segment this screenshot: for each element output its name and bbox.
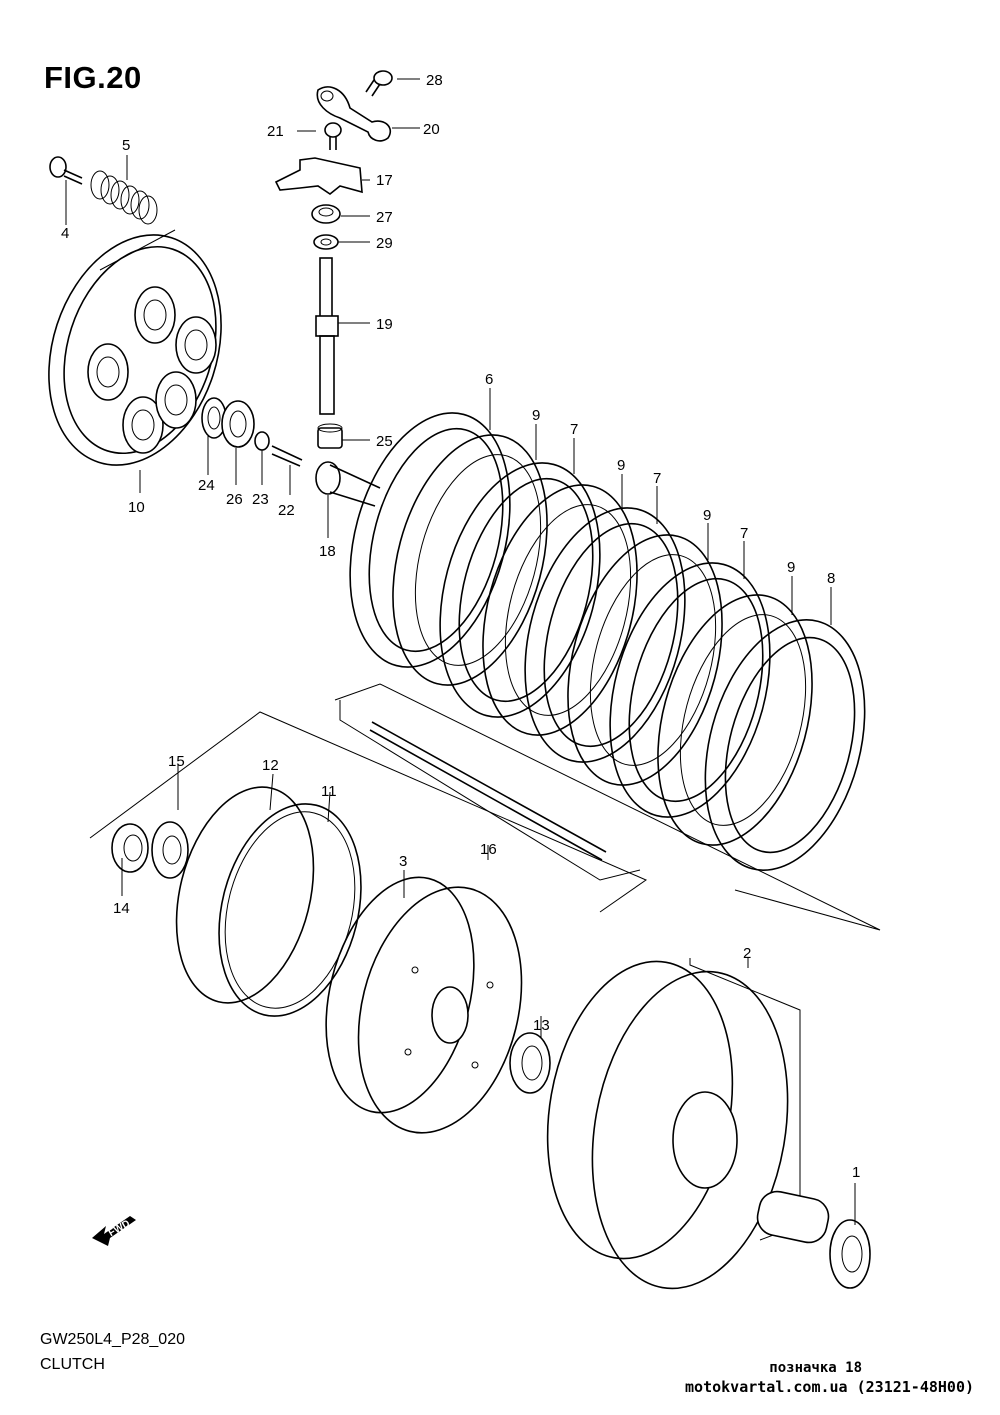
callout-12: 12 <box>262 757 279 774</box>
bolt-part-4[interactable] <box>49 156 83 185</box>
drive-plate-part-8[interactable] <box>679 602 890 888</box>
callout-9d: 9 <box>787 559 795 576</box>
callout-21: 21 <box>267 123 284 140</box>
callout-7b: 7 <box>653 470 661 487</box>
driven-plate-part-9a[interactable] <box>367 418 572 703</box>
bushing-part-25[interactable] <box>317 423 343 449</box>
callout-28: 28 <box>426 72 443 89</box>
callout-15: 15 <box>168 753 185 770</box>
callout-2: 2 <box>743 945 751 962</box>
callout-9a: 9 <box>532 407 540 424</box>
washer-part-23[interactable] <box>254 431 270 451</box>
callout-16: 16 <box>480 841 497 858</box>
callout-3: 3 <box>399 853 407 870</box>
callout-19: 19 <box>376 316 393 333</box>
callout-9b: 9 <box>617 457 625 474</box>
callout-14: 14 <box>113 900 130 917</box>
driven-plate-part-9c[interactable] <box>542 518 747 803</box>
watermark-line-1: позначка 18 <box>769 1360 862 1376</box>
seat-ring-part-11[interactable] <box>198 789 382 1031</box>
callout-27: 27 <box>376 209 393 226</box>
bearing-part-27[interactable] <box>311 204 341 224</box>
pushrod-part-22[interactable] <box>271 445 303 467</box>
leader-lines <box>65 78 856 1225</box>
figure-caption: CLUTCH <box>40 1356 105 1373</box>
release-shaft-part-19[interactable] <box>315 257 339 415</box>
assembly-guide-line <box>99 229 176 271</box>
watermark-line-2: motokvartal.com.ua (23121-48H00) <box>685 1378 974 1396</box>
spacer-part-1[interactable] <box>754 1188 871 1289</box>
release-arm-part-20[interactable] <box>316 86 392 142</box>
sleeve-hub-part-3[interactable] <box>303 862 546 1151</box>
callout-25: 25 <box>376 433 393 450</box>
push-piece-part-18[interactable] <box>315 461 381 507</box>
callout-20: 20 <box>423 121 440 138</box>
callout-1: 1 <box>852 1164 860 1181</box>
rod-group-bracket <box>339 700 641 881</box>
callout-7a: 7 <box>570 421 578 438</box>
spring-part-5[interactable] <box>90 170 158 225</box>
callout-4: 4 <box>61 225 69 242</box>
thrust-bearing-part-26[interactable] <box>221 400 255 448</box>
lock-washer-part-15[interactable] <box>151 821 189 879</box>
washer-part-29[interactable] <box>313 234 339 250</box>
callout-7c: 7 <box>740 525 748 542</box>
drive-plate-part-7b[interactable] <box>499 490 711 780</box>
thrust-washer-part-13[interactable] <box>509 1032 551 1094</box>
callout-17: 17 <box>376 172 393 189</box>
callout-24: 24 <box>198 477 215 494</box>
fwd-direction-icon: FWD <box>92 1216 136 1246</box>
callout-6: 6 <box>485 371 493 388</box>
driven-plate-part-9d[interactable] <box>632 578 837 863</box>
callout-5: 5 <box>122 137 130 154</box>
hub-group-bracket <box>89 711 648 913</box>
drive-plate-part-7a[interactable] <box>414 445 626 735</box>
callout-29: 29 <box>376 235 393 252</box>
pressure-plate-part-10[interactable] <box>21 212 250 487</box>
clutch-housing-part-2[interactable] <box>525 947 811 1304</box>
callout-13: 13 <box>533 1017 550 1034</box>
bolt-part-28[interactable] <box>365 70 393 97</box>
bolt-part-21[interactable] <box>324 122 342 150</box>
fwd-badge-text: FWD <box>107 1218 132 1239</box>
callout-9c: 9 <box>703 507 711 524</box>
callout-22: 22 <box>278 502 295 519</box>
callout-8: 8 <box>827 570 835 587</box>
drive-plate-part-6[interactable] <box>324 395 536 685</box>
callout-26: 26 <box>226 491 243 508</box>
driven-plate-part-9b[interactable] <box>457 468 662 753</box>
drawing-code: GW250L4_P28_020 <box>40 1331 185 1348</box>
spring-ring-part-12[interactable] <box>155 773 334 1018</box>
bracket-plate-part-17[interactable] <box>274 157 363 195</box>
clutch-plate-stack <box>324 395 890 888</box>
pushrod-part-16[interactable] <box>369 721 607 861</box>
plate-group-bracket <box>334 683 881 931</box>
callout-23: 23 <box>252 491 269 508</box>
callout-18: 18 <box>319 543 336 560</box>
callout-11: 11 <box>321 783 337 800</box>
drive-plate-part-7c[interactable] <box>584 545 796 835</box>
figure-title: FIG.20 <box>44 60 142 95</box>
callout-10: 10 <box>128 499 145 516</box>
nut-part-14[interactable] <box>111 823 149 873</box>
